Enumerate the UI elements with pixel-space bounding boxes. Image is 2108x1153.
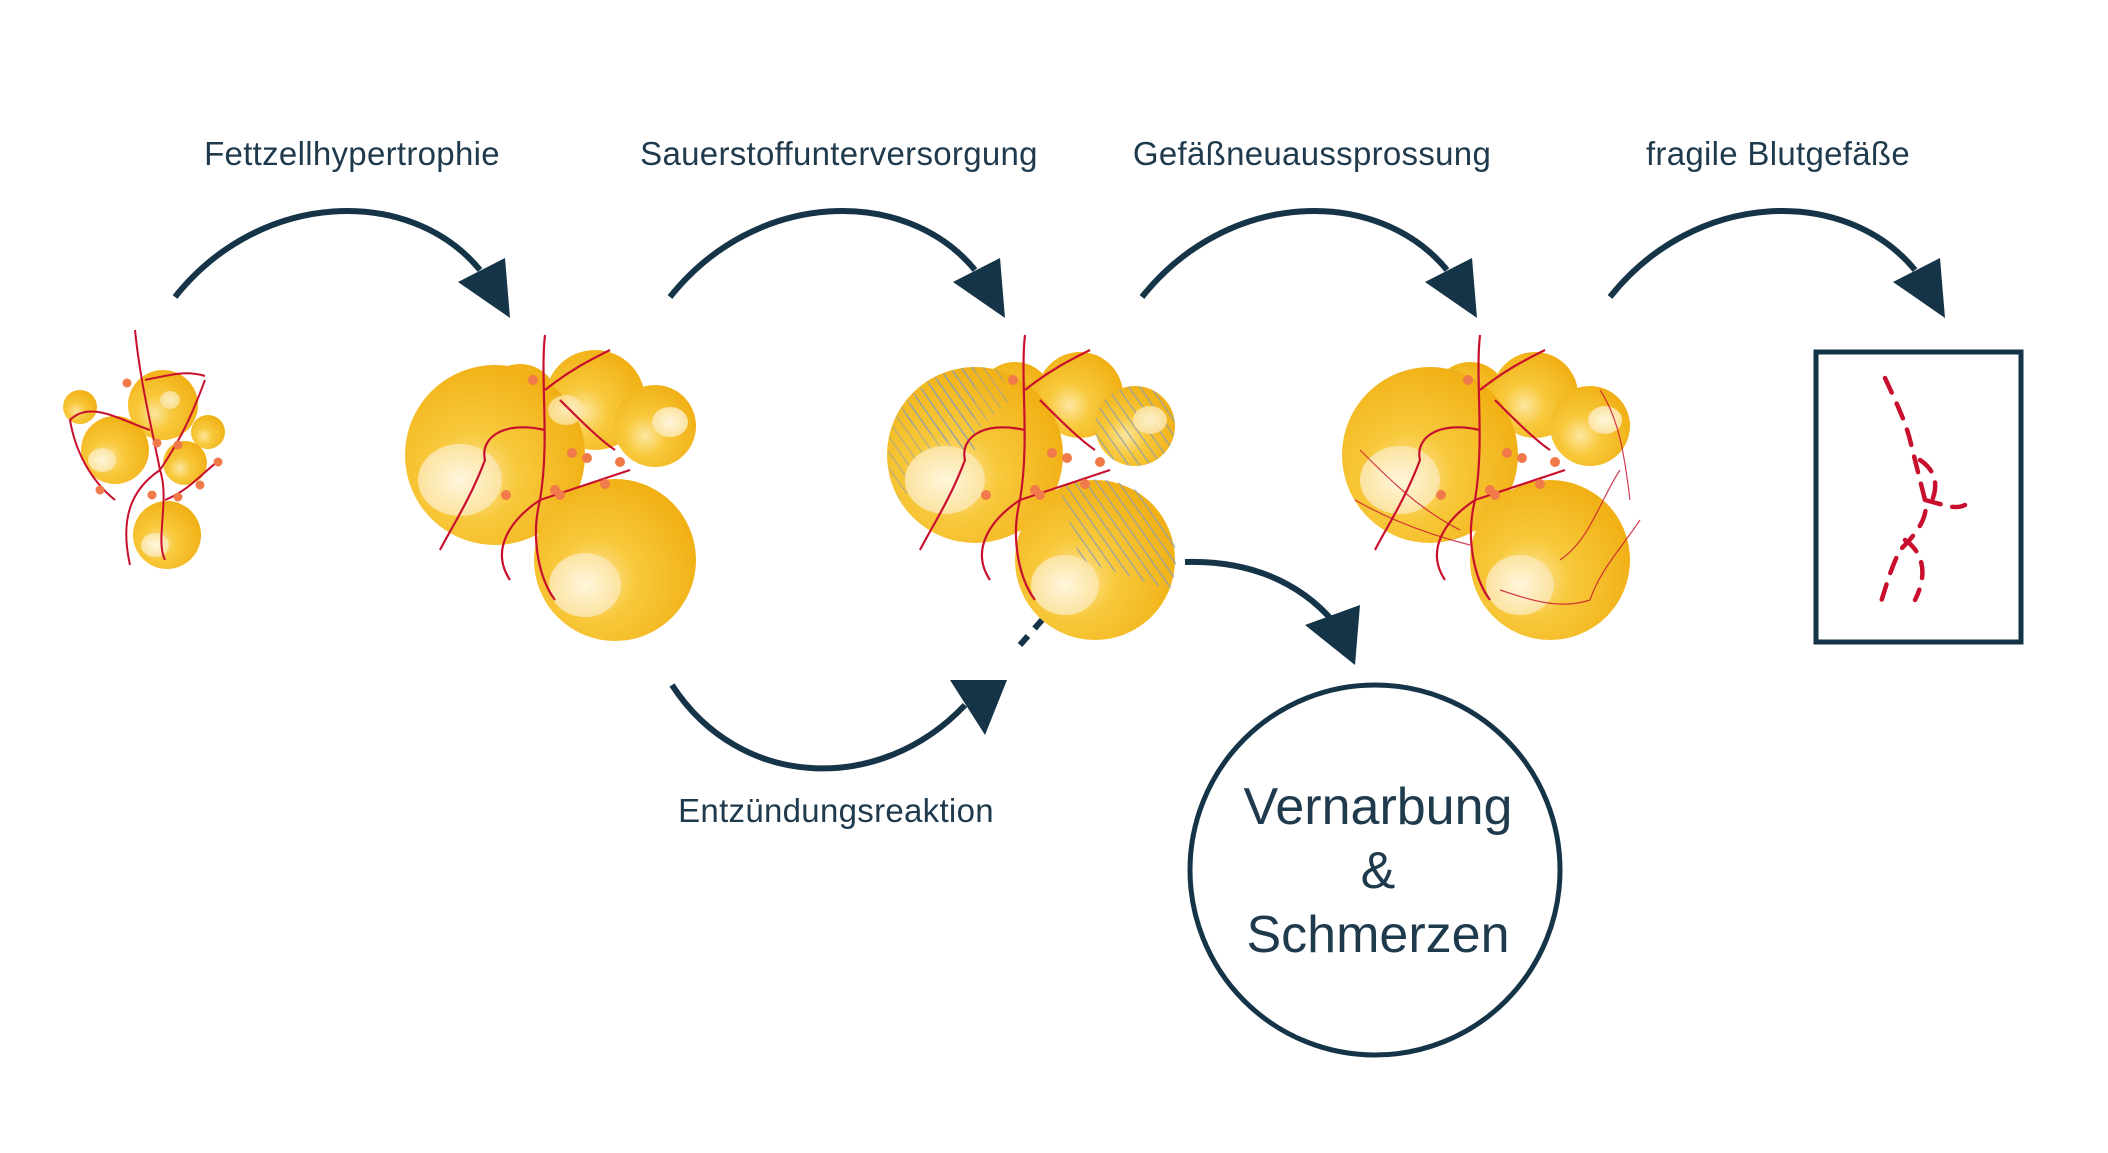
label-step-4: fragile Blutgefäße — [1645, 135, 1911, 172]
label-step-1: Fettzellhypertrophie — [204, 135, 500, 172]
arrow-step-4 — [1607, 208, 1945, 318]
label-step-3: Gefäßneuaussprossung — [1132, 135, 1492, 172]
arrow-step-2 — [667, 208, 1005, 318]
outcome-text: Vernarbung & Schmerzen — [1244, 775, 1513, 967]
arrow-to-outcome — [1184, 558, 1360, 665]
fat-cells-stage-3 — [887, 334, 1177, 640]
arrow-step-3 — [1139, 208, 1477, 318]
fat-cells-stage-2 — [405, 334, 696, 641]
arrow-step-1 — [172, 208, 510, 318]
fat-cells-stage-4 — [1342, 334, 1641, 640]
outcome-circle — [1187, 682, 1563, 1058]
fragile-vessels-panel — [1813, 349, 2024, 645]
fat-cells-stage-1 — [63, 329, 225, 569]
outcome-line-1: Vernarbung — [1243, 778, 1513, 836]
outcome-line-3: Schmerzen — [1246, 906, 1510, 964]
label-inflammation: Entzündungsreaktion — [678, 792, 994, 829]
label-step-2: Sauerstoffunterversorgung — [640, 135, 1038, 172]
outcome-line-2: & — [1360, 842, 1396, 900]
arrow-inflammation — [669, 618, 1045, 772]
